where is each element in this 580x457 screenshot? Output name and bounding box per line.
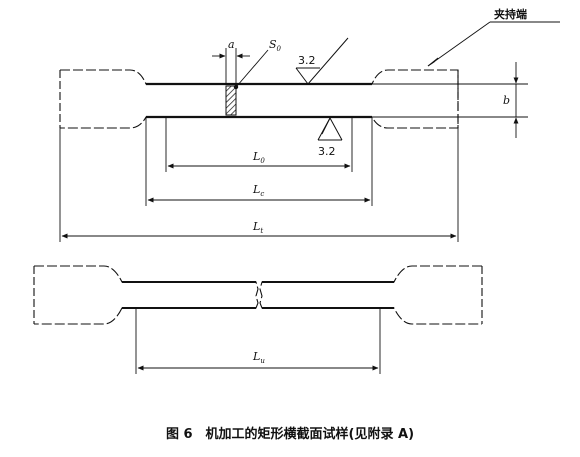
dimension-lu xyxy=(135,308,381,374)
label-s0: S0 xyxy=(269,38,282,53)
dimension-lt xyxy=(59,128,459,242)
figure-caption: 图 6 机加工的矩形横截面试样(见附录 A) xyxy=(166,426,414,442)
label-l0: L0 xyxy=(252,150,265,165)
dimension-b xyxy=(372,62,528,138)
label-grip-end: 夹持端 xyxy=(494,7,527,21)
cross-section-s0 xyxy=(225,84,239,116)
leader-s0 xyxy=(236,49,269,87)
specimen-before-test xyxy=(59,69,459,129)
label-lc: Lc xyxy=(252,183,264,198)
label-lt: Lt xyxy=(252,220,263,235)
roughness-symbol-top xyxy=(295,37,349,85)
roughness-symbol-bottom xyxy=(317,116,343,141)
label-a: a xyxy=(228,38,235,51)
roughness-value-top: 3.2 xyxy=(298,54,316,67)
roughness-value-bottom: 3.2 xyxy=(318,145,336,158)
dimension-lc xyxy=(145,117,373,206)
specimen-after-fracture xyxy=(33,265,483,325)
label-lu: Lu xyxy=(252,350,265,365)
leader-grip-end xyxy=(427,21,560,67)
label-b: b xyxy=(503,94,510,107)
dimension-a xyxy=(212,48,250,84)
dimension-l0 xyxy=(165,117,353,172)
specimen-outline xyxy=(60,69,459,129)
